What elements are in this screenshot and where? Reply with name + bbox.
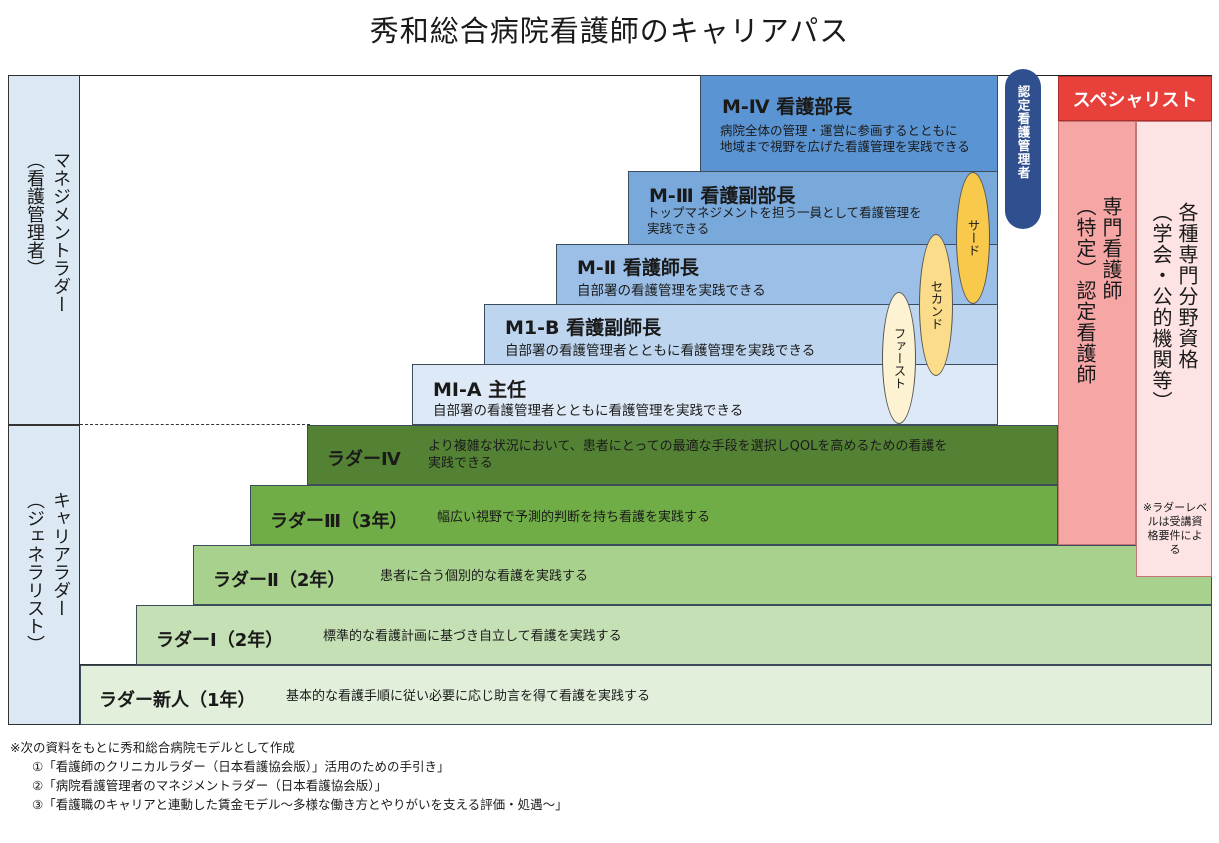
m1b-title: M1-B 看護副師長 bbox=[505, 317, 662, 339]
first-label: ファースト bbox=[891, 326, 907, 390]
block-m3: M-Ⅲ 看護副部長 トップマネジメントを担う一員として看護管理を 実践できる bbox=[628, 171, 998, 245]
block-ladder-3: ラダーⅢ（3年） 幅広い視野で予測的判断を持ち看護を実践する bbox=[250, 485, 1058, 545]
specialist-column-qualifications: 各種専門分野資格 （学会・公的機関等） ※ラダーレベ ルは受講資 格要件によ る bbox=[1136, 121, 1212, 577]
management-ladder-text: マネジメントラダー bbox=[50, 151, 71, 313]
footnote-ref-1: ①「看護師のクリニカルラダー（日本看護協会版）」活用のための手引き」 bbox=[32, 759, 450, 774]
specialist-header: スペシャリスト bbox=[1058, 76, 1212, 121]
ladder-3-title: ラダーⅢ（3年） bbox=[270, 511, 408, 532]
certified-manager-text: 認定看護管理者 bbox=[1015, 85, 1031, 180]
qualifications-subtext: （学会・公的機関等） bbox=[1149, 202, 1173, 412]
management-ladder-subtext: （看護管理者） bbox=[24, 151, 45, 277]
ladder-new-desc: 基本的な看護手順に従い必要に応じ助言を得て看護を実践する bbox=[286, 689, 651, 704]
oval-first: ファースト bbox=[882, 292, 916, 424]
ladder-2-title: ラダーⅡ（2年） bbox=[213, 570, 346, 591]
block-ladder-4: ラダーⅣ より複雑な状況において、患者にとっての最適な手段を選択しQOLを高める… bbox=[307, 425, 1058, 485]
specialist-nurse-text: 専門看護師 bbox=[1099, 196, 1123, 301]
m2-desc: 自部署の看護管理を実践できる bbox=[577, 283, 766, 299]
m3-desc-2: 実践できる bbox=[647, 221, 710, 236]
footnote-intro: ※次の資料をもとに秀和総合病院モデルとして作成 bbox=[10, 740, 295, 755]
oval-second: セカンド bbox=[919, 234, 953, 376]
m4-title: M-Ⅳ 看護部長 bbox=[722, 96, 853, 118]
career-ladder-text: キャリアラダー bbox=[50, 491, 71, 617]
specialist-column-nurse: 専門看護師 （特定）認定看護師 bbox=[1058, 121, 1136, 545]
ladder-level-note: ※ラダーレベ ルは受講資 格要件によ る bbox=[1142, 501, 1208, 556]
career-ladder-label: キャリアラダー （ジェネラリスト） bbox=[8, 425, 80, 725]
ladder-2-desc: 患者に合う個別的な看護を実践する bbox=[380, 569, 589, 584]
qualifications-text: 各種専門分野資格 bbox=[1175, 202, 1199, 370]
block-ladder-new: ラダー新人（1年） 基本的な看護手順に従い必要に応じ助言を得て看護を実践する bbox=[80, 665, 1212, 725]
m3-title: M-Ⅲ 看護副部長 bbox=[649, 185, 796, 207]
block-ladder-2: ラダーⅡ（2年） 患者に合う個別的な看護を実践する bbox=[193, 545, 1212, 605]
ladder-4-desc-1: より複雑な状況において、患者にとっての最適な手段を選択しQOLを高めるための看護… bbox=[428, 439, 948, 454]
block-m4: M-Ⅳ 看護部長 病院全体の管理・運営に参画するとともに 地域まで視野を広げた看… bbox=[700, 75, 998, 172]
m2-title: M-Ⅱ 看護師長 bbox=[577, 257, 699, 279]
m4-desc-1: 病院全体の管理・運営に参画するとともに bbox=[720, 123, 958, 138]
ladder-3-desc: 幅広い視野で予測的判断を持ち看護を実践する bbox=[437, 510, 711, 525]
footnote-ref-2: ②「病院看護管理者のマネジメントラダー（日本看護協会版）」 bbox=[32, 778, 387, 793]
management-ladder-label: マネジメントラダー （看護管理者） bbox=[8, 75, 80, 425]
step-edge bbox=[80, 664, 140, 665]
ladder-1-title: ラダーⅠ（2年） bbox=[156, 630, 284, 651]
m1b-desc: 自部署の看護管理者とともに看護管理を実践できる bbox=[505, 343, 816, 359]
ladder-1-desc: 標準的な看護計画に基づき自立して看護を実践する bbox=[323, 629, 622, 644]
footnote-ref-3: ③「看護職のキャリアと連動した賃金モデル～多様な働き方とやりがいを支える評価・処… bbox=[32, 797, 568, 812]
certified-manager-badge: 認定看護管理者 bbox=[1005, 69, 1041, 229]
second-label: セカンド bbox=[928, 280, 944, 330]
oval-third: サード bbox=[956, 172, 990, 304]
ladder-4-desc-2: 実践できる bbox=[428, 456, 493, 471]
third-label: サード bbox=[965, 219, 981, 257]
m1a-title: MⅠ-A 主任 bbox=[433, 379, 527, 401]
page-title: 秀和総合病院看護師のキャリアパス bbox=[369, 14, 850, 48]
block-ladder-1: ラダーⅠ（2年） 標準的な看護計画に基づき自立して看護を実践する bbox=[136, 605, 1212, 665]
m3-desc-1: トップマネジメントを担う一員として看護管理を bbox=[647, 205, 922, 220]
m1a-desc: 自部署の看護管理者とともに看護管理を実践できる bbox=[433, 403, 744, 419]
m4-desc-2: 地域まで視野を広げた看護管理を実践できる bbox=[720, 139, 970, 154]
ladder-new-title: ラダー新人（1年） bbox=[99, 690, 256, 711]
section-divider-dashed bbox=[80, 424, 310, 425]
certified-nurse-text: （特定）認定看護師 bbox=[1073, 196, 1097, 385]
ladder-4-title: ラダーⅣ bbox=[327, 449, 401, 470]
career-ladder-subtext: （ジェネラリスト） bbox=[24, 491, 45, 653]
